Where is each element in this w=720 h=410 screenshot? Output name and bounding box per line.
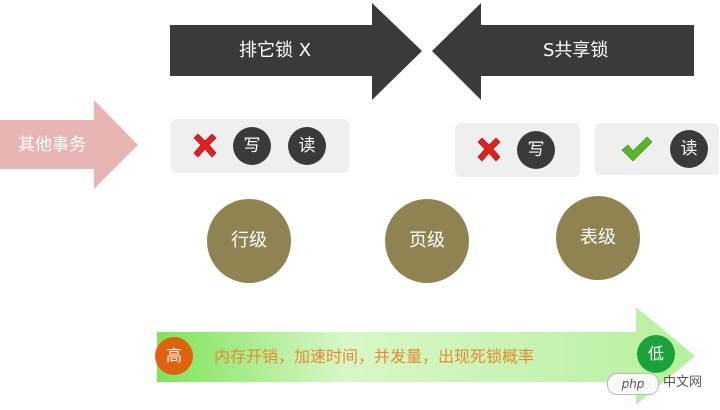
allow-check-icon [621, 136, 653, 162]
high-badge: 高 [155, 337, 193, 375]
write-badge: 写 [233, 127, 271, 165]
read-badge: 读 [288, 127, 326, 165]
scale-description: 内存开销，加速时间，并发量，出现死锁概率 [214, 347, 535, 366]
watermark-logo: php [607, 373, 659, 395]
row-level-circle: 行级 [207, 199, 291, 283]
site-watermark: php 中文网 [607, 371, 713, 395]
deny-x-icon [477, 137, 501, 162]
low-badge: 低 [637, 335, 675, 373]
shared-read-box: 读 [595, 123, 719, 175]
write-badge: 写 [517, 131, 555, 169]
shared-lock-arrow [432, 3, 694, 100]
exclusive-lock-label: 排它锁 X [239, 40, 312, 61]
performance-scale-arrow [157, 307, 695, 405]
shared-write-box: 写 [455, 123, 580, 177]
deny-x-icon [193, 133, 217, 158]
page-level-circle: 页级 [385, 199, 469, 283]
watermark-text: 中文网 [663, 375, 703, 390]
shared-lock-label: S共享锁 [543, 40, 609, 61]
other-transactions-label: 其他事务 [18, 135, 86, 155]
exclusive-permissions-box: 写 读 [171, 119, 349, 173]
read-badge: 读 [670, 130, 708, 168]
table-level-circle: 表级 [556, 196, 640, 280]
other-transactions-arrow [0, 100, 138, 189]
exclusive-lock-arrow [170, 3, 422, 100]
